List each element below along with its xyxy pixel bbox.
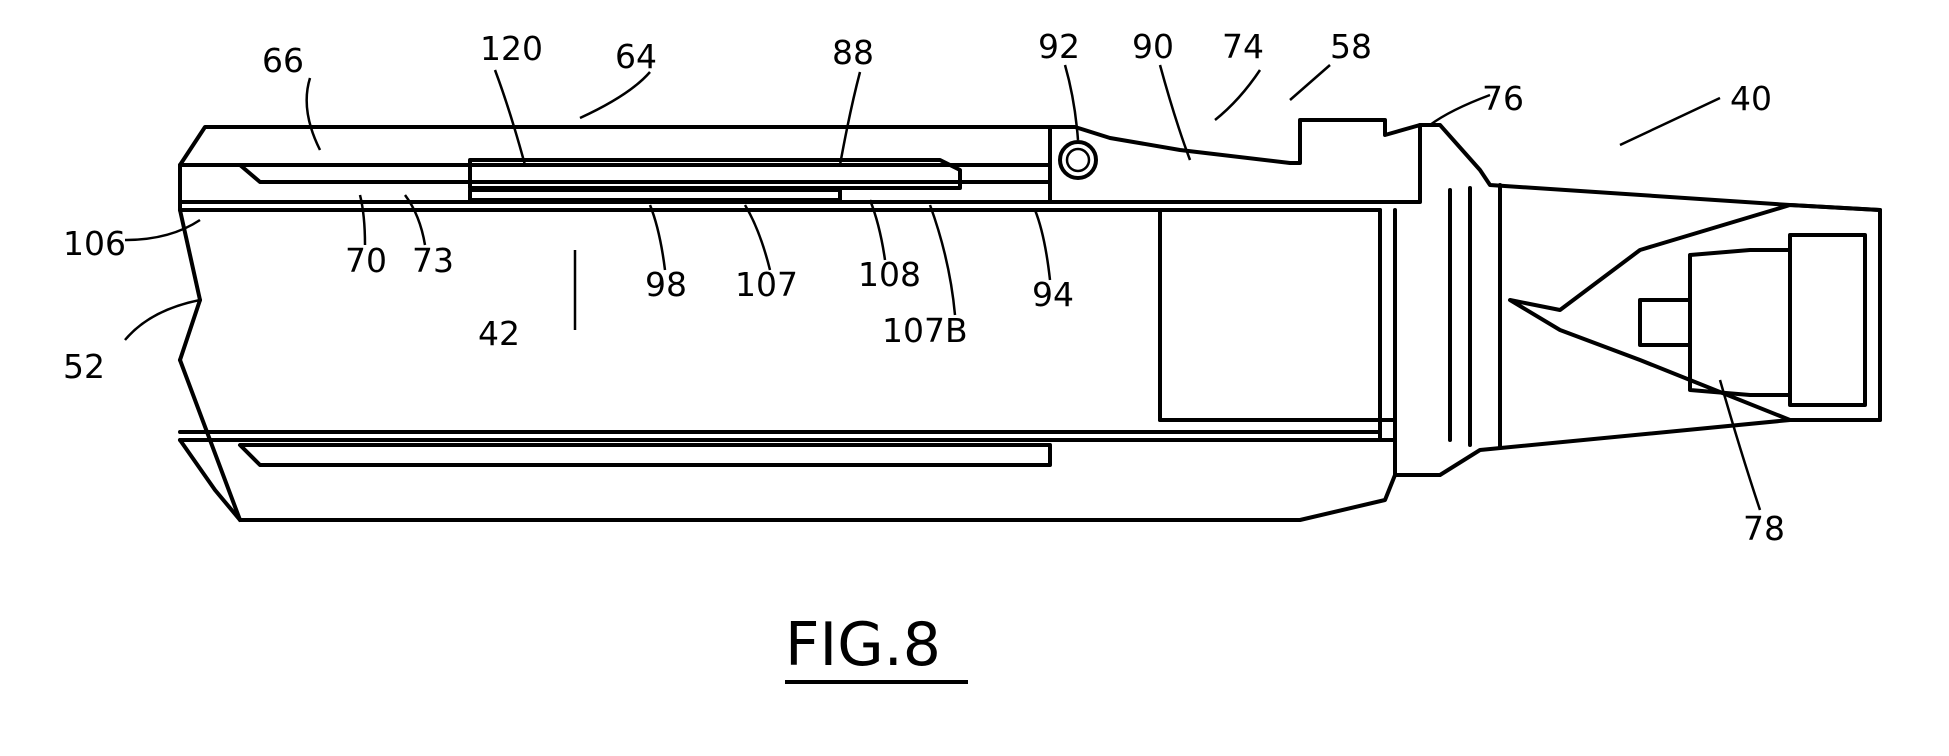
head-body-upper [1050, 120, 1420, 202]
ref-78: 78 [1743, 509, 1785, 548]
ref-74: 74 [1222, 27, 1264, 66]
roller-92 [1060, 142, 1096, 178]
ref-94: 94 [1032, 275, 1074, 314]
ref-66: 66 [262, 41, 304, 80]
ref-52: 52 [63, 347, 105, 386]
ref-88: 88 [832, 33, 874, 72]
ref-73: 73 [412, 241, 454, 280]
nozzle-40 [1395, 125, 1880, 475]
ref-70: 70 [345, 241, 387, 280]
ref-98: 98 [645, 265, 687, 304]
ref-107: 107 [735, 265, 798, 304]
ref-120: 120 [480, 29, 543, 68]
ref-106: 106 [63, 224, 126, 263]
ref-107b: 107B [882, 311, 968, 350]
ref-92: 92 [1038, 27, 1080, 66]
ref-90: 90 [1132, 27, 1174, 66]
lower-tube-wall [180, 432, 1395, 520]
reference-numerals: 66 120 64 88 92 90 74 58 76 40 106 70 73… [63, 27, 1785, 548]
ref-64: 64 [615, 37, 657, 76]
ref-42: 42 [478, 314, 520, 353]
ref-58: 58 [1330, 27, 1372, 66]
ref-76: 76 [1482, 79, 1524, 118]
ref-40: 40 [1730, 79, 1772, 118]
figure-caption: FIG.8 [785, 610, 941, 680]
upper-outer-sleeve [180, 127, 1050, 182]
ref-108: 108 [858, 255, 921, 294]
